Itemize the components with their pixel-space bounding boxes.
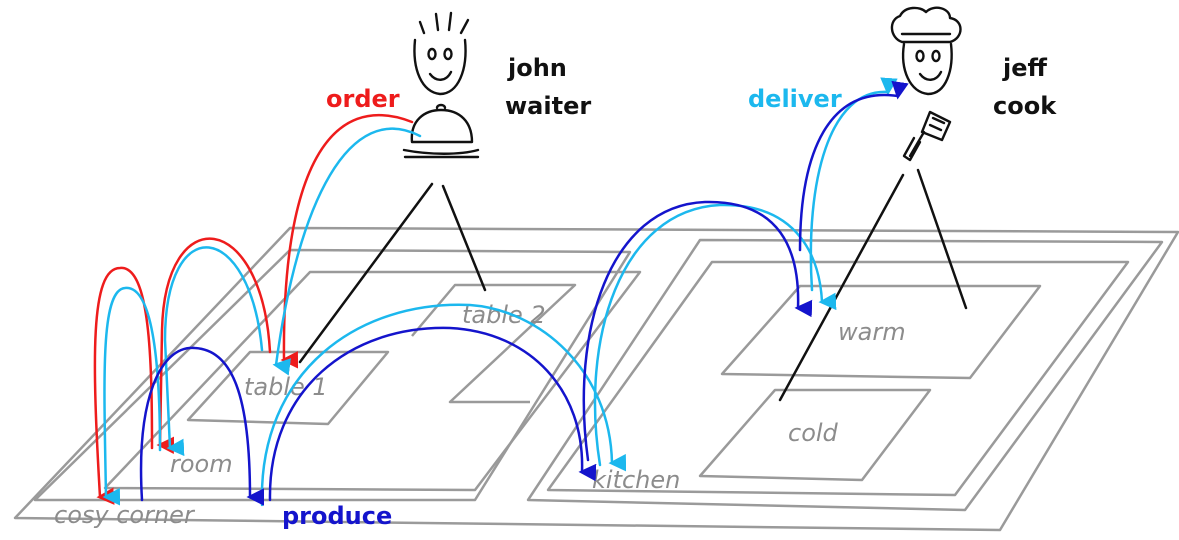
label-cold: cold: [788, 419, 839, 447]
produce-arc-kitchen: [268, 326, 597, 502]
produce-arc-cook: [798, 80, 909, 252]
order-arc-room: [156, 237, 272, 454]
deliver-arc-kitchen: [593, 203, 837, 467]
zone-table-2: [411, 283, 577, 404]
zone-table-1: [186, 350, 390, 426]
label-kitchen: kitchen: [592, 466, 680, 494]
label-produce: produce: [282, 502, 392, 530]
cloche-icon: [402, 103, 480, 159]
label-order: order: [326, 85, 400, 113]
cook-name: jeff: [1002, 54, 1048, 82]
zone-warm: [720, 284, 1042, 380]
waiter-line-table-2: [441, 184, 487, 292]
deliver-arc-produce: [260, 303, 627, 507]
deliver-arc-room: [163, 246, 264, 457]
order-arc-cosy-corner: [93, 266, 154, 505]
cook-role: cook: [993, 92, 1057, 120]
zone-cosy-corner: [33, 248, 632, 502]
cook-line-warm: [916, 168, 968, 310]
zone-kitchen-inner: [546, 260, 1130, 497]
produce-flows: [139, 80, 909, 506]
zone-cold: [698, 388, 932, 482]
label-deliver: deliver: [748, 85, 842, 113]
label-warm: warm: [838, 318, 906, 346]
chef-face-icon: [890, 6, 962, 96]
responsibility-lines: [298, 168, 968, 402]
waiter-name: john: [507, 54, 567, 82]
waiter-line-table-1: [298, 182, 434, 364]
zone-kitchen-outer: [526, 238, 1164, 512]
waiter-face-icon: [413, 11, 470, 96]
produce-arc-warm: [582, 200, 813, 462]
produce-arc-room: [139, 346, 265, 506]
deliver-flows: [102, 77, 898, 507]
spatula-icon: [902, 110, 952, 162]
order-arc-table-1: [280, 113, 414, 369]
label-room: room: [170, 450, 233, 478]
zone-outer-floor: [13, 226, 1179, 532]
zones: [13, 226, 1179, 532]
place-labels: table 1 table 2 room cosy corner kitchen…: [54, 301, 906, 529]
deliver-arc-cook: [809, 77, 898, 292]
deliver-arc-cosy-corner: [102, 286, 162, 506]
order-flows: [93, 113, 414, 505]
cook-line-cold: [778, 173, 905, 402]
deliver-arc-table-1: [272, 127, 422, 376]
zone-room: [103, 270, 642, 492]
label-cosy-corner: cosy corner: [54, 501, 196, 529]
waiter-role: waiter: [505, 92, 591, 120]
